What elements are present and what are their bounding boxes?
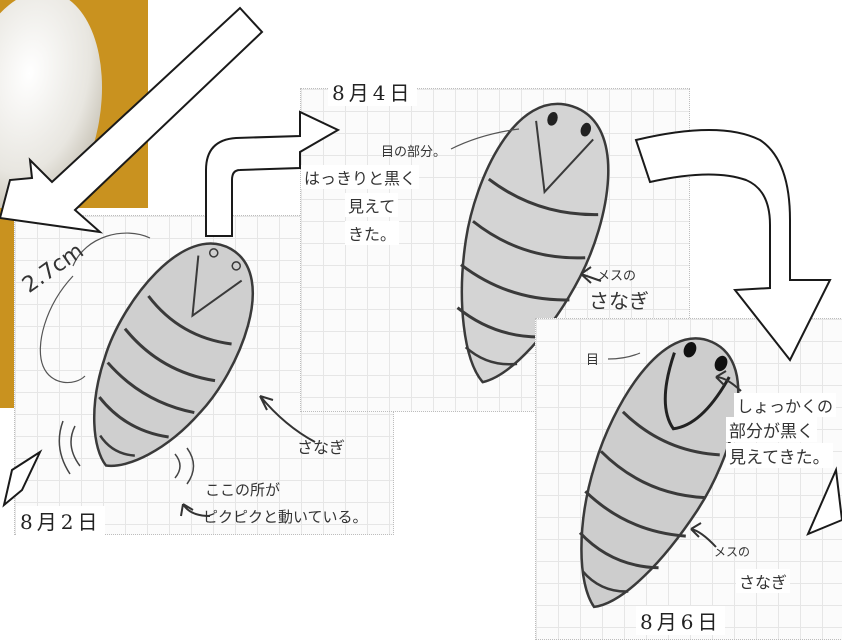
note-aug6-line1: しょっかくの xyxy=(734,393,836,417)
cocoon-photo xyxy=(0,0,148,208)
female-label-aug4-1: メスの xyxy=(597,265,636,284)
female-label-aug6-2: さなぎ xyxy=(736,569,790,593)
pupa-label: さなぎ xyxy=(297,434,345,458)
note-aug4-line3: きた。 xyxy=(345,221,399,245)
female-label-aug6-1: メスの xyxy=(714,543,750,560)
moving-note-2: ピクピクと動いている。 xyxy=(203,506,368,527)
female-label-aug4-2: さなぎ xyxy=(589,285,649,314)
note-aug6-line2: 部分が黒く xyxy=(726,417,817,442)
pupa-drawing-aug6 xyxy=(536,319,842,639)
note-aug4-line1: はっきりと黒く xyxy=(301,165,419,189)
eye-part-note: 目の部分。 xyxy=(381,141,446,160)
cocoon-shape xyxy=(0,0,148,208)
date-aug6: 8月6日 xyxy=(636,606,725,635)
note-aug4-line2: 見えて xyxy=(345,193,398,217)
moving-note-1: ここの所が xyxy=(205,479,280,500)
sketch-sheet-aug6: 目 しょっかくの 部分が黒く 見えてきた。 メスの さなぎ xyxy=(535,318,842,640)
cocoon-photo-lower xyxy=(0,208,14,408)
eye-label: 目 xyxy=(586,349,599,368)
note-aug6-line3: 見えてきた。 xyxy=(726,443,833,468)
date-aug2: 8月2日 xyxy=(16,506,105,535)
date-aug4: 8月4日 xyxy=(328,77,417,106)
